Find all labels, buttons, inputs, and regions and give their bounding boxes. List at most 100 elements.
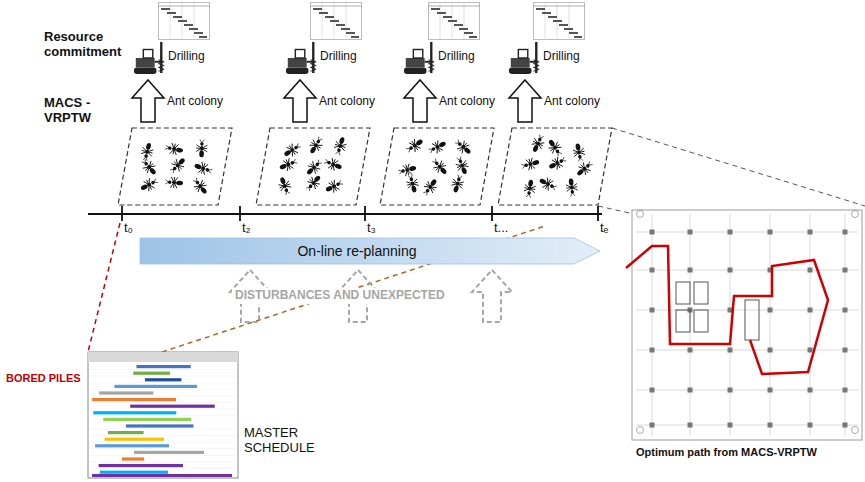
ant-head (205, 168, 209, 172)
schedule-row-line (89, 428, 237, 429)
ant-thorax (313, 143, 318, 148)
ant-colony-frame (256, 128, 370, 205)
ant (453, 137, 474, 157)
column-mark (688, 230, 693, 235)
ant-head (336, 182, 341, 187)
ant-thorax (437, 164, 442, 169)
column-mark (808, 268, 813, 273)
ant-head (524, 163, 528, 167)
gantt-thumbnail (158, 2, 210, 40)
drilling-label: Drilling (543, 50, 580, 64)
hollow-arrow (284, 80, 316, 122)
ant-abdomen (532, 159, 540, 165)
ant (278, 156, 299, 173)
ant-abdomen (199, 150, 204, 157)
ant (430, 156, 450, 177)
grid-bubble (637, 211, 644, 218)
ant-colony-frame (380, 128, 494, 205)
column-mark (768, 308, 773, 313)
ant-thorax (545, 182, 550, 187)
column-mark (843, 268, 848, 273)
schedule-row-line (89, 461, 237, 462)
ant-thorax (338, 143, 342, 148)
time-tick-label: tₑ (600, 221, 608, 236)
grid-line (636, 425, 858, 426)
column-mark (728, 268, 733, 273)
ant (304, 157, 324, 177)
ant-colony-label: Ant colony (544, 95, 600, 109)
ant (523, 179, 537, 198)
schedule-bar (108, 431, 144, 434)
ant-abdomen (194, 163, 202, 170)
schedule-bar (134, 451, 204, 454)
column-mark (650, 423, 655, 428)
column-mark (728, 423, 733, 428)
ant-head (585, 163, 590, 168)
schedule-bar (103, 418, 191, 421)
ants (139, 133, 595, 198)
ant-abdomen (279, 177, 286, 185)
ant-abdomen (409, 165, 417, 171)
ant-head (434, 161, 439, 166)
column-mark (768, 230, 773, 235)
grid-bubble (852, 211, 859, 218)
ant (545, 137, 564, 158)
schedule-bar (92, 474, 232, 477)
ant (547, 154, 568, 172)
ant (537, 175, 558, 193)
column-mark (843, 348, 848, 353)
ant-thorax (145, 149, 149, 154)
ant-thorax (311, 165, 316, 170)
row-heading: MACS - VRPTW (44, 96, 106, 126)
ant-head (315, 162, 320, 167)
schedule-bar (95, 444, 169, 447)
ant-head (527, 191, 531, 195)
drilling-rig-icon (509, 42, 539, 74)
ant-abdomen (279, 163, 287, 170)
ant (165, 176, 184, 188)
ant (276, 176, 293, 197)
schedule-bar (145, 378, 181, 381)
ant (168, 155, 188, 175)
schedule-row-line (89, 402, 237, 403)
schedule-bar (126, 424, 194, 427)
column-mark (843, 423, 848, 428)
gantt-thumbnail (428, 2, 480, 40)
ant-colony-frame (498, 128, 612, 205)
timeline-tick (121, 206, 123, 221)
ant (304, 173, 324, 194)
zoom-leader-line (598, 206, 634, 214)
column-mark (768, 348, 773, 353)
ant-head (555, 149, 560, 154)
gantt-thumbnail (533, 2, 585, 40)
ant-head (559, 159, 564, 164)
ant-head (290, 161, 295, 166)
time-tick-label: t₀ (124, 221, 133, 236)
timeline-axis (88, 213, 602, 215)
schedule-row-line (89, 382, 237, 383)
column-mark (688, 423, 693, 428)
ant-thorax (435, 145, 440, 150)
ant-head (327, 160, 332, 165)
disturbance-arrow (472, 270, 512, 322)
ant-head (537, 137, 542, 142)
band-arrow-fill (140, 238, 600, 264)
ant-thorax (528, 162, 533, 166)
ant-head (172, 166, 177, 171)
ant-thorax (200, 146, 203, 150)
schedule-bar (105, 438, 165, 441)
ant-head (570, 190, 574, 194)
ant-thorax (536, 141, 541, 146)
schedule-row-line (89, 455, 237, 456)
schedule-row-line (89, 448, 237, 449)
ant-abdomen (334, 163, 342, 170)
column-mark (728, 230, 733, 235)
schedule-row-line (89, 389, 237, 390)
ant (140, 142, 155, 162)
schedule-bar (130, 405, 215, 408)
ant-abdomen (575, 143, 581, 151)
hollow-arrow (509, 80, 541, 122)
activity-label: BORED PILES (6, 372, 81, 385)
drilling-label: Drilling (438, 50, 475, 64)
ant-thorax (201, 166, 206, 170)
